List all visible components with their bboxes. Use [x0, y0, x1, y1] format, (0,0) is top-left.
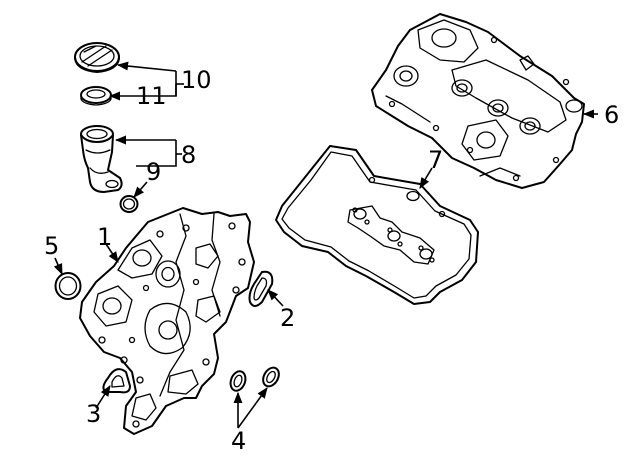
- callout-6: 6: [604, 101, 619, 129]
- part-5-o-ring: [54, 272, 82, 300]
- callout-11: 11: [136, 82, 167, 110]
- callout-9: 9: [146, 158, 161, 186]
- callout-1: 1: [97, 223, 112, 251]
- callout-8: 8: [181, 141, 196, 169]
- callout-leaders: [53, 61, 598, 429]
- callout-3: 3: [86, 400, 101, 428]
- callout-10: 10: [181, 66, 212, 94]
- part-9-o-ring: [119, 195, 139, 213]
- part-1-timing-cover: [79, 207, 255, 435]
- part-7-cover-gasket: [275, 145, 479, 305]
- callout-2: 2: [280, 304, 295, 332]
- part-8-filler-neck: [80, 125, 123, 193]
- callout-4: 4: [231, 427, 246, 455]
- part-10-filler-cap: [74, 42, 120, 73]
- part-4-seals: [229, 366, 280, 392]
- callout-7: 7: [428, 146, 443, 174]
- part-6-valve-cover: [371, 13, 585, 189]
- callout-5: 5: [44, 232, 59, 260]
- part-2-oval-seal: [248, 270, 274, 307]
- callout-numbers: 1 2 3 4 5 6 7 8 9 10 11: [44, 66, 619, 455]
- part-11-cap-seal: [80, 86, 112, 106]
